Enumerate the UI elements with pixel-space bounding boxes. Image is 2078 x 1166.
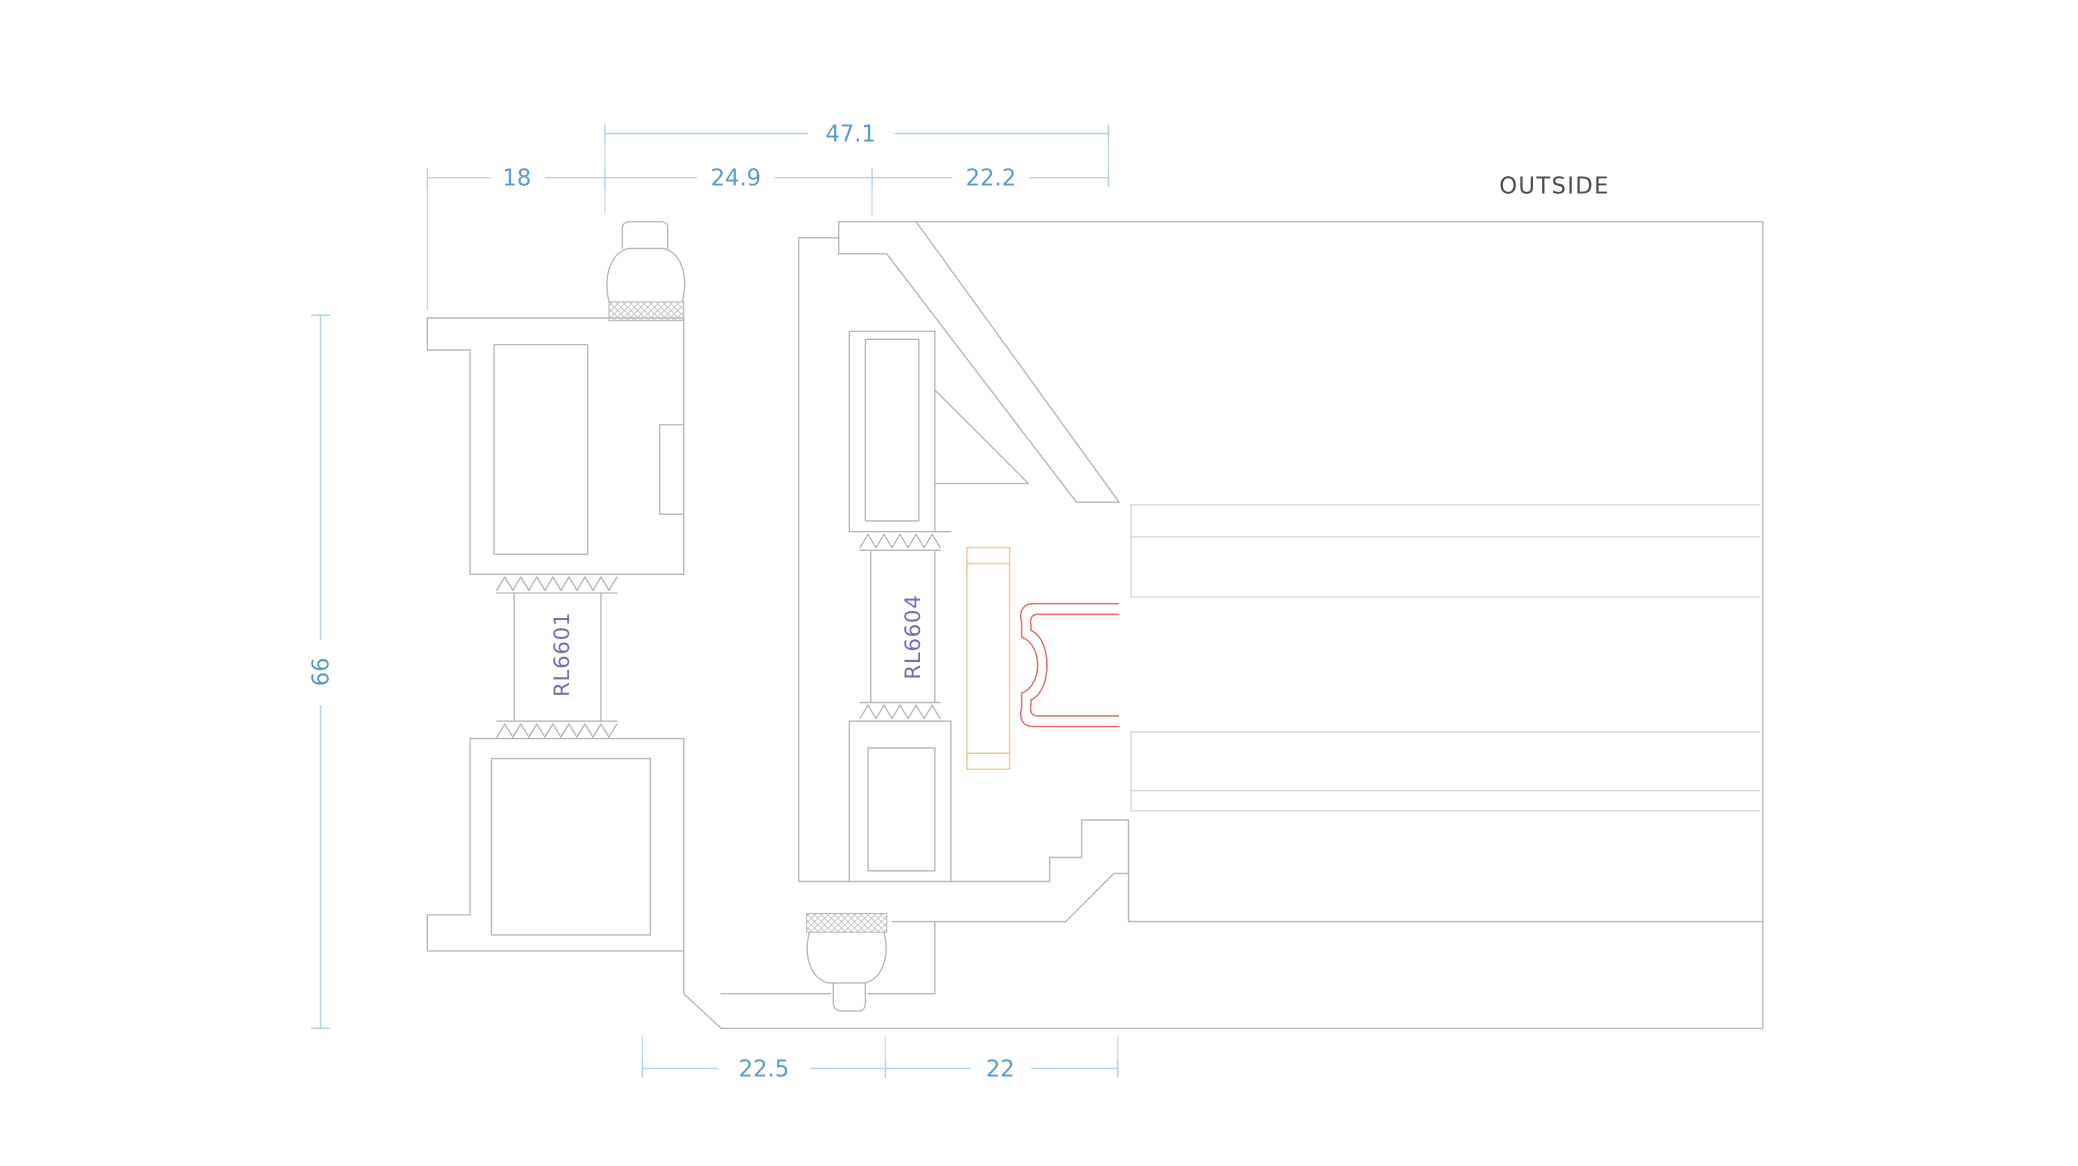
panel-structure-lines bbox=[720, 221, 1764, 1030]
dimension-top-total: 47.1 bbox=[604, 122, 1110, 148]
dimension-top-row: 18 24.9 22.2 bbox=[426, 142, 1110, 310]
glazing-spacer-outline bbox=[966, 546, 1011, 771]
sill-bottom-gasket bbox=[806, 912, 888, 1012]
glazing-glass-lines bbox=[1129, 504, 1761, 812]
profile-label-sash: RL6604 bbox=[901, 595, 926, 680]
frame-profile-outline bbox=[426, 317, 936, 1030]
outside-label: OUTSIDE bbox=[1499, 174, 1610, 200]
frame-top-gasket bbox=[606, 221, 686, 322]
dim-value-top-left: 18 bbox=[502, 166, 531, 192]
dimension-bottom-row: 22.5 22 bbox=[641, 1036, 1119, 1082]
dim-value-bottom-left: 22.5 bbox=[739, 1056, 790, 1082]
sash-profile-outline bbox=[797, 221, 1130, 923]
dim-value-top-mid: 24.9 bbox=[711, 166, 762, 192]
dim-value-top-total: 47.1 bbox=[825, 122, 876, 148]
glazing-gasket-outline bbox=[1019, 602, 1120, 728]
profile-label-frame: RL6601 bbox=[550, 612, 575, 697]
dimension-left-height: 66 bbox=[309, 314, 335, 1030]
dim-value-top-right: 22.2 bbox=[966, 166, 1017, 192]
dim-value-bottom-right: 22 bbox=[986, 1056, 1015, 1082]
dim-value-left-height: 66 bbox=[309, 657, 335, 686]
